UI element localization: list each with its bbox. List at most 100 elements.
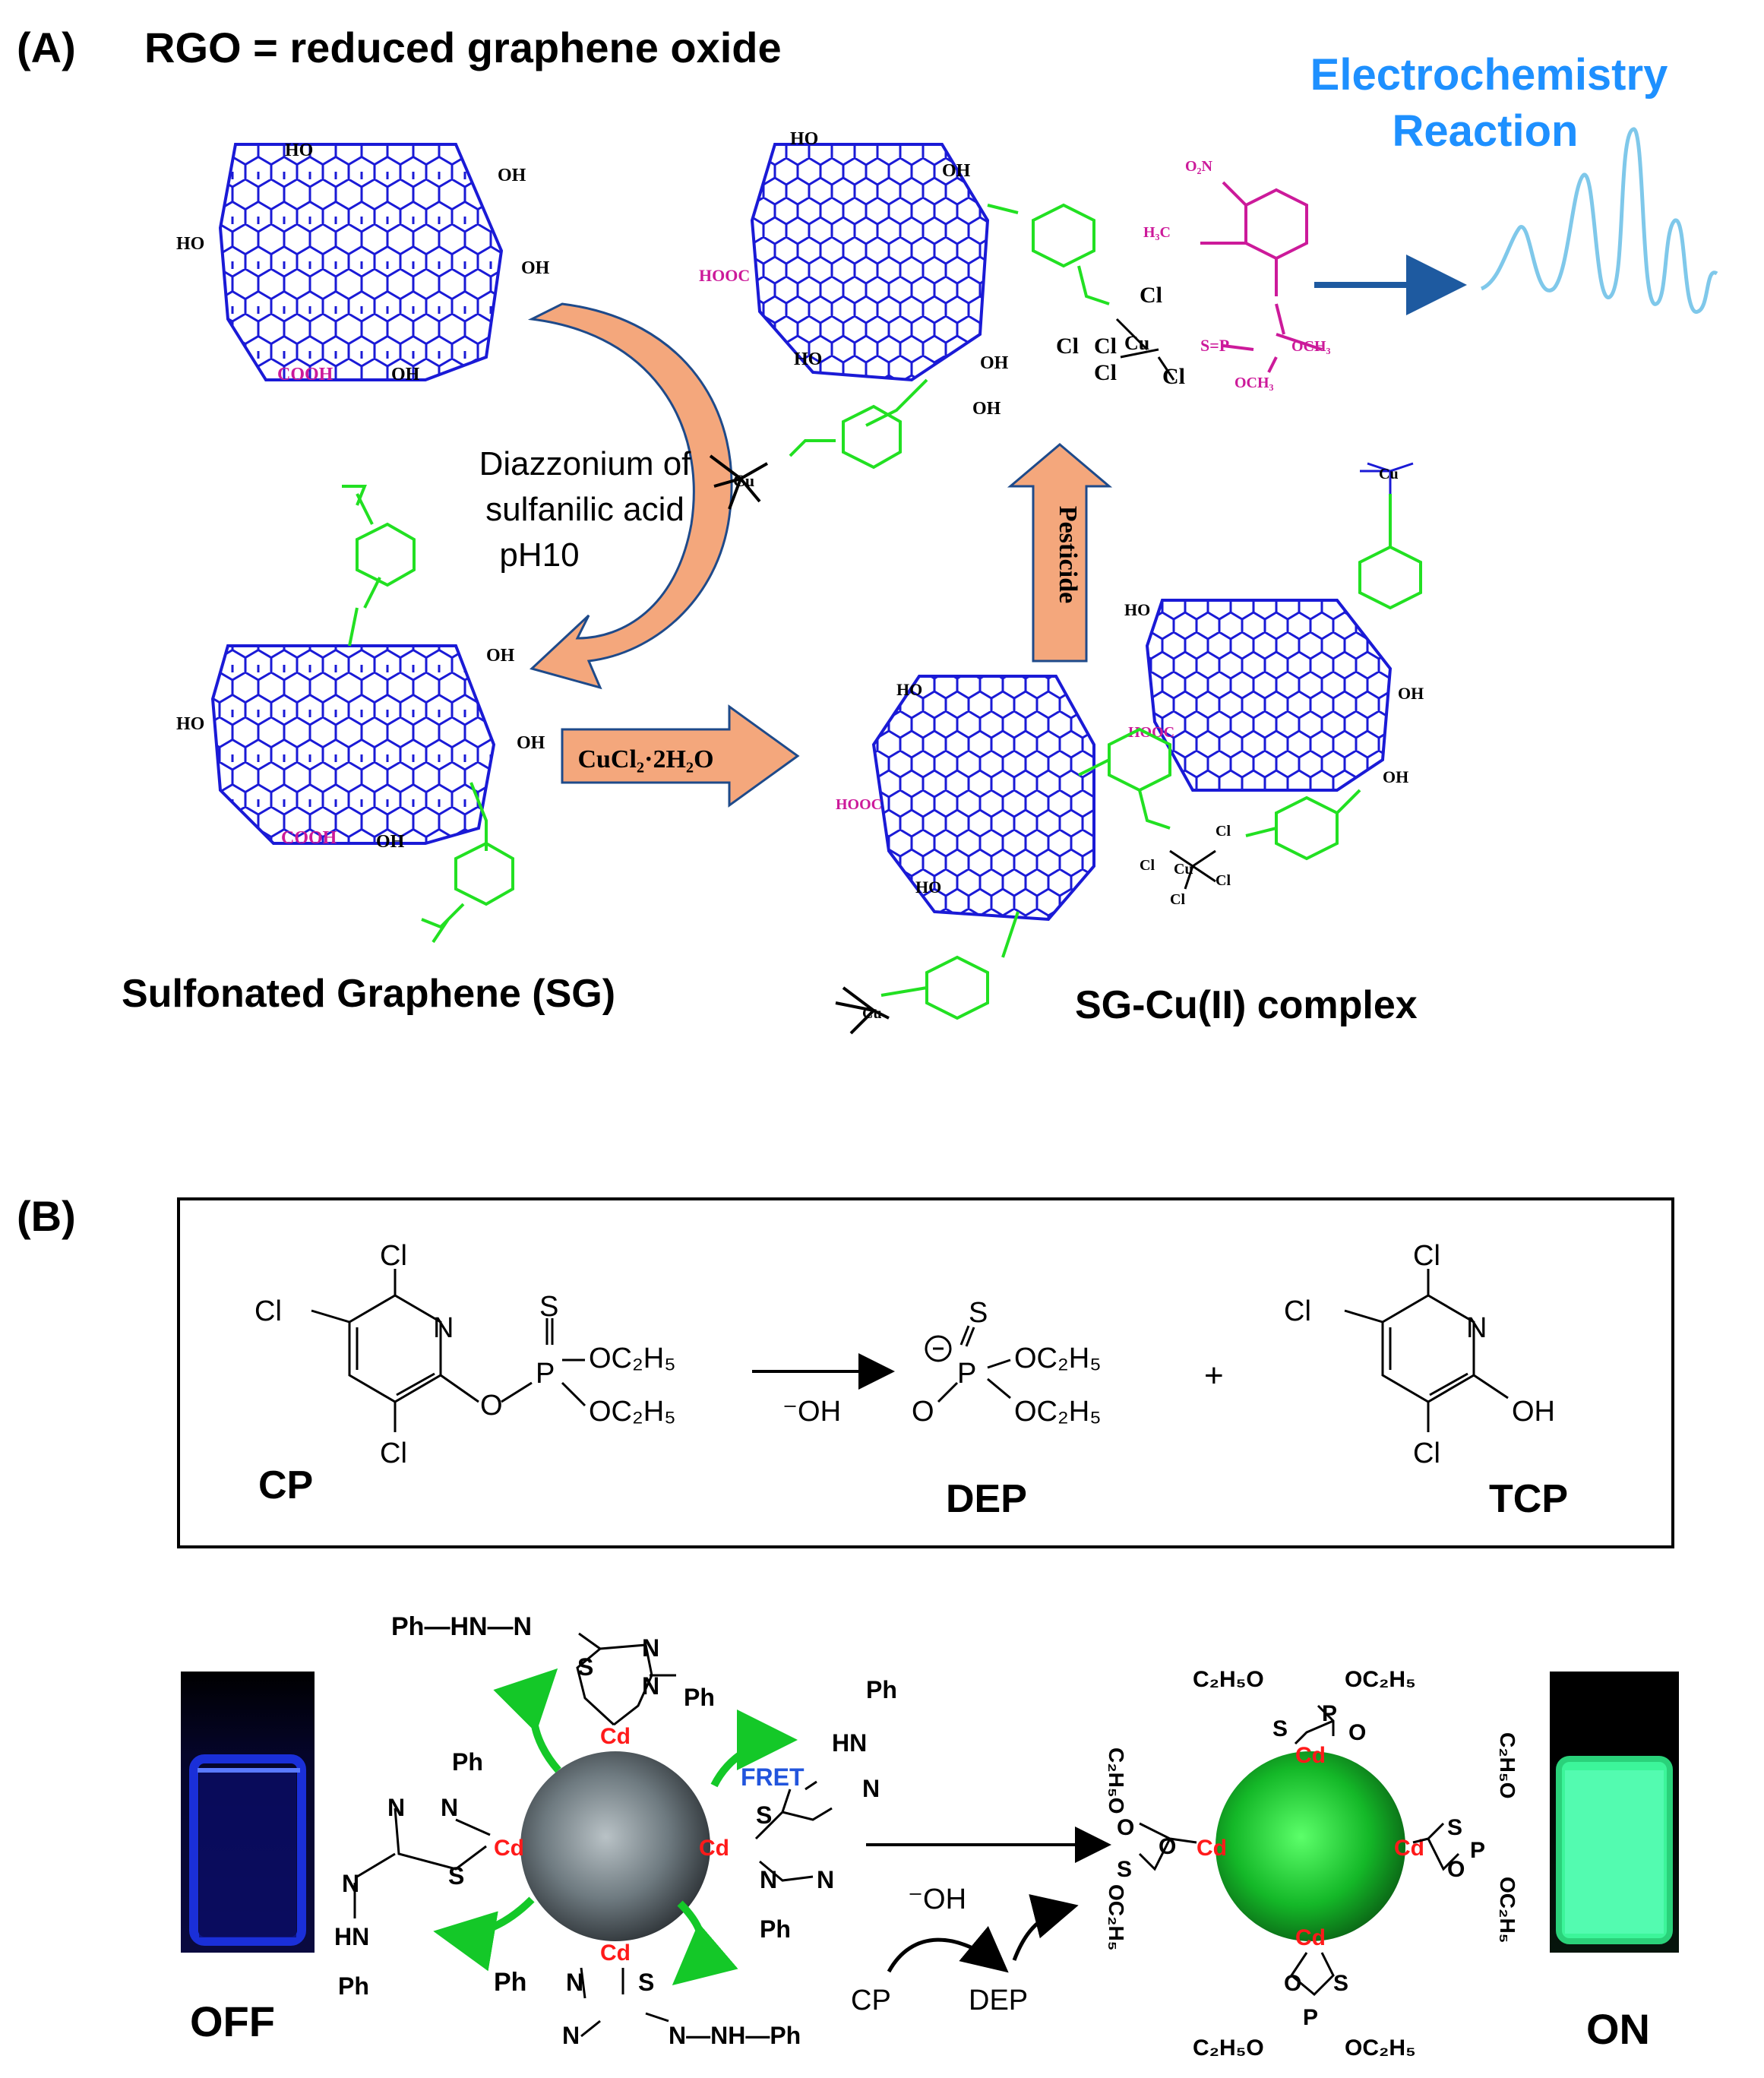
cp-label: CP: [258, 1463, 313, 1507]
fret-label: FRET: [741, 1763, 805, 1791]
svg-text:Cl: Cl: [1094, 334, 1117, 359]
tcp-molecule: [1344, 1269, 1509, 1432]
panel-b-label: (B): [17, 1192, 76, 1240]
quantum-dot-off: [520, 1751, 710, 1941]
svg-text:Cd: Cd: [600, 1940, 631, 1966]
dithizone-ligands: [353, 1632, 833, 2038]
svg-text:⁻OH: ⁻OH: [782, 1396, 841, 1428]
svg-text:P: P: [1303, 2005, 1318, 2030]
cp-to-dep-arrow: [887, 1925, 1009, 1973]
svg-text:OH: OH: [1512, 1396, 1555, 1428]
svg-text:OC₂H₅: OC₂H₅: [1014, 1396, 1102, 1428]
svg-text:OC₂H₅: OC₂H₅: [1496, 1877, 1519, 1944]
svg-text:Cd: Cd: [1295, 1743, 1326, 1768]
sg-cu-complex-bottom: HO HOOC HO HO HOOC OH OH Cu Cu Cu Cl Cl …: [835, 462, 1424, 1035]
svg-text:S: S: [539, 1291, 558, 1323]
svg-text:P: P: [957, 1358, 976, 1390]
dep-ligands: [1138, 1704, 1460, 1997]
svg-text:HN: HN: [832, 1729, 867, 1757]
reagent-line-2: sulfanilic acid: [485, 491, 684, 528]
plus-sign: +: [1204, 1357, 1224, 1394]
svg-text:OC₂H₅: OC₂H₅: [1105, 1884, 1128, 1951]
cp-molecule: [311, 1269, 586, 1432]
svg-text:OH: OH: [391, 365, 420, 384]
cp-small-label: CP: [851, 1985, 891, 2016]
svg-text:OH: OH: [498, 166, 526, 185]
svg-text:C₂H₅O: C₂H₅O: [1496, 1732, 1519, 1799]
svg-text:OH: OH: [517, 733, 545, 753]
rgo-sheet: HO OH HO OH COOH OH: [176, 141, 550, 384]
svg-text:HO: HO: [176, 714, 204, 734]
svg-text:HO: HO: [915, 878, 941, 897]
svg-text:N: N: [441, 1794, 458, 1821]
svg-text:HO: HO: [896, 680, 922, 699]
svg-text:N: N: [566, 1969, 583, 1996]
svg-text:Cl: Cl: [1094, 360, 1117, 385]
electrochemistry-label: Electrochemistry: [1310, 50, 1668, 100]
fret-arrows: [433, 1668, 798, 1986]
svg-text:O: O: [1117, 1815, 1134, 1840]
svg-text:Cl: Cl: [254, 1295, 282, 1327]
svg-text:N: N: [862, 1775, 880, 1802]
svg-text:S: S: [969, 1297, 988, 1329]
svg-text:OH: OH: [1398, 684, 1424, 703]
svg-text:Cl: Cl: [380, 1438, 407, 1469]
svg-text:N: N: [642, 1672, 659, 1700]
on-label: ON: [1586, 2005, 1650, 2053]
svg-text:OC₂H₅: OC₂H₅: [589, 1396, 676, 1428]
svg-text:Cu: Cu: [1174, 861, 1193, 878]
svg-text:P: P: [1322, 1701, 1337, 1726]
svg-text:OC₂H₅: OC₂H₅: [1345, 2035, 1416, 2061]
svg-text:S=P: S=P: [1200, 336, 1229, 355]
svg-text:Ph—HN—N: Ph—HN—N: [391, 1612, 532, 1641]
svg-text:H₃C: H₃C: [1143, 224, 1171, 241]
svg-text:Cu: Cu: [733, 471, 754, 490]
voltammogram-curve: [1480, 127, 1718, 314]
vial-off: [181, 1672, 315, 1953]
svg-text:OH: OH: [486, 646, 515, 666]
svg-text:S: S: [577, 1653, 593, 1681]
svg-text:⁻OH: ⁻OH: [908, 1883, 966, 1915]
svg-text:COOH: COOH: [277, 365, 334, 384]
svg-text:OC₂H₅: OC₂H₅: [1014, 1343, 1102, 1374]
svg-text:O: O: [1159, 1834, 1176, 1859]
dep-small-label: DEP: [969, 1985, 1028, 2016]
svg-text:Cd: Cd: [494, 1836, 524, 1861]
svg-text:S: S: [1333, 1971, 1348, 1996]
svg-text:P: P: [536, 1358, 555, 1390]
svg-text:HOOC: HOOC: [699, 266, 750, 285]
svg-text:Ph: Ph: [494, 1968, 526, 1997]
cd-top: Cd: [600, 1724, 631, 1749]
svg-text:O₂N: O₂N: [1185, 158, 1213, 175]
reagent-curved-arrow: [527, 302, 733, 690]
svg-text:Ph: Ph: [684, 1684, 715, 1711]
sg-label: Sulfonated Graphene (SG): [122, 972, 615, 1016]
svg-text:HO: HO: [176, 234, 204, 254]
svg-text:Cl: Cl: [1056, 334, 1079, 359]
svg-text:O: O: [480, 1390, 503, 1422]
svg-text:Ph: Ph: [338, 1972, 369, 2000]
svg-text:C₂H₅O: C₂H₅O: [1105, 1747, 1128, 1814]
sg-sheet: OH HO OH COOH OH: [176, 485, 545, 944]
cucl2-label: CuCl₂·2H₂O: [577, 745, 713, 773]
quantum-dot-on: [1216, 1751, 1405, 1941]
svg-text:OH: OH: [1383, 767, 1408, 786]
svg-text:N: N: [562, 2022, 580, 2049]
svg-text:Ph: Ph: [866, 1676, 897, 1703]
svg-text:OH: OH: [942, 161, 971, 181]
reaction-label: Reaction: [1393, 106, 1579, 156]
svg-text:HO: HO: [790, 129, 818, 149]
svg-text:N: N: [433, 1312, 454, 1344]
off-label: OFF: [190, 1997, 275, 2045]
sgcu-label: SG-Cu(II) complex: [1075, 983, 1418, 1027]
svg-text:HO: HO: [794, 349, 822, 369]
svg-text:O: O: [1348, 1720, 1366, 1745]
svg-text:Cu: Cu: [862, 1005, 882, 1022]
svg-text:Cd: Cd: [699, 1836, 729, 1861]
svg-text:Cd: Cd: [1197, 1836, 1227, 1861]
svg-text:S: S: [638, 1969, 654, 1996]
svg-text:N: N: [387, 1794, 405, 1821]
vial-on: [1550, 1672, 1679, 1953]
sg-cu-complex-top: HO OH HOOC HO OH OH Cl Cl Cu Cl Cl Cl Cu: [699, 129, 1185, 510]
svg-text:Cl: Cl: [1216, 872, 1231, 889]
